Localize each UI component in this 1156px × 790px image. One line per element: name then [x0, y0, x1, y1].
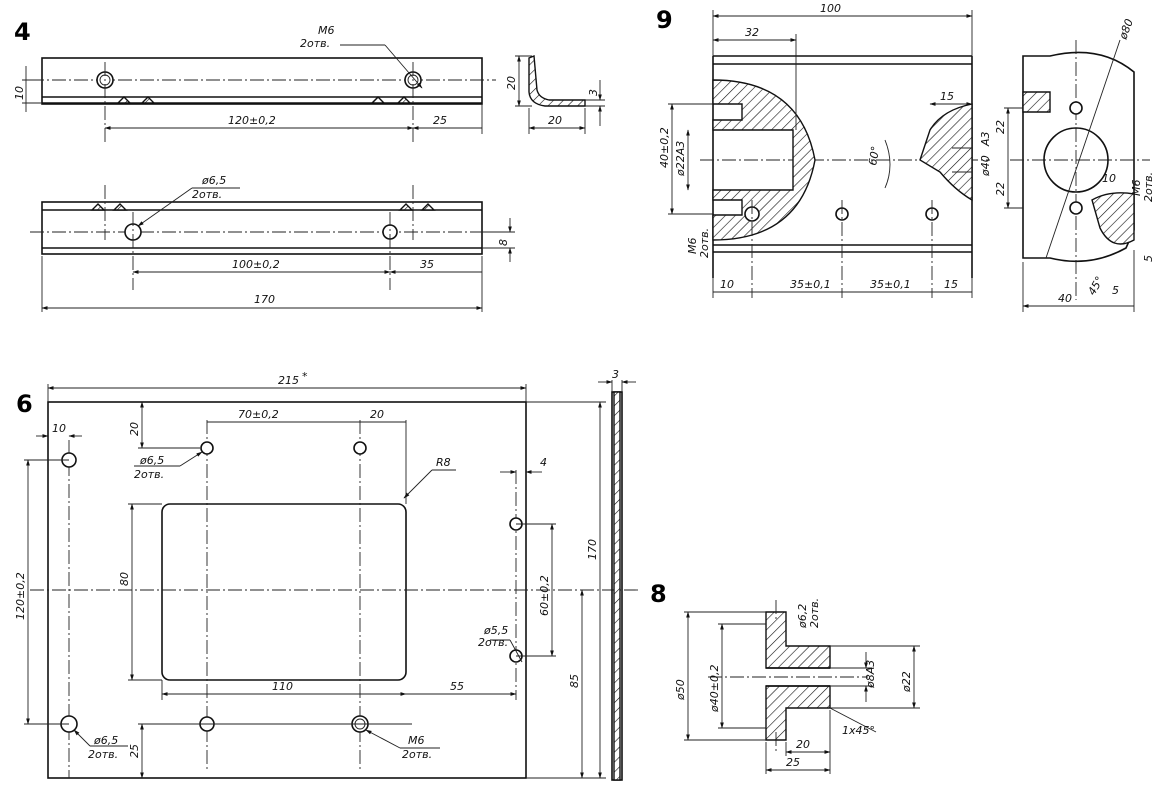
fig6-dim-3: 3 [612, 368, 619, 381]
fig6-dim-85: 85 [568, 674, 581, 688]
fig9-dim-40b: 40 [1058, 292, 1072, 305]
fig8-dim-25: 25 [786, 756, 800, 769]
fig6-m6: M6 [408, 734, 425, 747]
fig4-m6-count: 2отв. [300, 37, 330, 50]
fig9-dim-5b: 5 [1112, 284, 1119, 297]
fig6-dim-120: 120±0,2 [14, 572, 27, 620]
fig9-d22: ø22A3 [674, 141, 687, 177]
fig8-d8: ø8A3 [864, 660, 877, 689]
fig9-dim-40: 40±0,2 [658, 127, 671, 168]
fig6-d55-count: 2отв. [478, 636, 508, 649]
fig8-d62: ø6,2 [796, 604, 809, 629]
fig4-dim-8: 8 [497, 239, 510, 246]
fig6-d65: ø6,5 [139, 454, 164, 467]
fig6-dim-215: 215 [278, 374, 299, 387]
fig8-d50: ø50 [674, 679, 687, 701]
fig6-dim-20: 20 [128, 422, 141, 436]
fig8-d40: ø40±0,2 [708, 665, 721, 713]
figure-number-6: 6 [16, 390, 33, 418]
fig8-d22: ø22 [900, 671, 913, 693]
fig9-d40: ø40 [979, 155, 992, 177]
fig4-d65-count: 2отв. [192, 188, 222, 201]
fig6-dim-55: 55 [450, 680, 464, 693]
fig9-dim-15b: 15 [944, 278, 958, 291]
fig4-dim-25: 25 [433, 114, 447, 127]
fig6-dim-170: 170 [586, 539, 599, 560]
fig4-dim-20h: 20 [548, 114, 562, 127]
fig6-dim-80: 80 [118, 572, 131, 586]
fig9-dim-35a: 35±0,1 [790, 278, 831, 291]
figure-9: 9 100 32 [656, 2, 1155, 312]
fig8-d62-count: 2отв. [808, 598, 821, 628]
fig9-chamfer: 45° [1085, 274, 1106, 297]
fig6-dim-25: 25 [128, 744, 141, 758]
fig6-hole-t2 [353, 441, 367, 455]
fig4-d65-label: ø6,5 [201, 174, 226, 187]
fig4-dim-170: 170 [254, 293, 275, 306]
fig9-side-view [1010, 39, 1150, 300]
fig4-bottom-bar [30, 185, 496, 290]
fig9-angle-60: 60° [866, 145, 882, 166]
figure-number-8: 8 [650, 580, 667, 608]
fig6-dim-4: 4 [540, 456, 547, 469]
figure-8: 8 ø50 ø40±0,2 ø6,2 2отв. ø8A3 ø22 [650, 580, 920, 774]
fig4-dim-20v: 20 [505, 76, 518, 90]
figure-4: 4 M6 2отв. 10 [13, 18, 605, 312]
fig6-dim-10: 10 [52, 422, 66, 435]
fig4-m6-label: M6 [318, 24, 335, 37]
fig8-dim-20: 20 [796, 738, 810, 751]
fig9-d80: ø80 [1116, 17, 1136, 42]
fig4-dim-3: 3 [587, 89, 600, 96]
fig9-dim-5a: 5 [1142, 255, 1155, 262]
fig4-top-bar [30, 57, 496, 142]
fig9-m6s: M6 [1130, 180, 1143, 197]
fig6-d55: ø5,5 [483, 624, 508, 637]
fig4-dim-35: 35 [420, 258, 434, 271]
fig9-m6-count: 2отв. [698, 228, 711, 258]
figure-6: 6 3 [14, 368, 640, 781]
fig6-dim-20b: 20 [370, 408, 384, 421]
fig9-dim-100: 100 [820, 2, 841, 15]
fig9-dim-32: 32 [745, 26, 759, 39]
fig6-dim-70: 70±0,2 [238, 408, 279, 421]
fig6-star: * [302, 370, 308, 383]
fig9-dim-15: 15 [940, 90, 954, 103]
fig6-d65b-count: 2отв. [88, 748, 118, 761]
fig4-profile-section: 20 20 3 [505, 55, 605, 134]
fig6-d65b: ø6,5 [93, 734, 118, 747]
fig6-dim-60: 60±0,2 [538, 575, 551, 616]
fig9-dim-35b: 35±0,1 [870, 278, 911, 291]
fig4-dim-120: 120±0,2 [228, 114, 276, 127]
fig9-dim-10s: 10 [1102, 172, 1116, 185]
fig9-side-hole-bottom [1069, 201, 1083, 215]
fig4-dim-100: 100±0,2 [232, 258, 280, 271]
fig9-dim-22b: 22 [994, 182, 1007, 196]
figure-number-4: 4 [14, 18, 31, 46]
fig9-a3: A3 [979, 131, 992, 147]
fig9-side-bore [1043, 127, 1109, 193]
fig8-chamfer: 1x45° [842, 724, 875, 737]
fig6-cutout [161, 503, 407, 681]
fig9-dim-22a: 22 [994, 120, 1007, 134]
fig6-dim-110: 110 [272, 680, 293, 693]
fig9-m6s-count: 2отв. [1142, 172, 1155, 202]
fig9-side-hole-top [1069, 101, 1083, 115]
fig6-d65-count: 2отв. [134, 468, 164, 481]
fig9-dim-10: 10 [720, 278, 734, 291]
fig6-r8: R8 [436, 456, 451, 469]
fig6-side-view [611, 391, 623, 781]
fig6-m6-count: 2отв. [402, 748, 432, 761]
fig9-front-view [700, 55, 990, 298]
fig9-m6: M6 [686, 238, 699, 255]
figure-number-9: 9 [656, 6, 673, 34]
fig6-hole-t1 [200, 441, 214, 455]
fig6-plate [30, 401, 640, 779]
fig4-dim-10: 10 [13, 86, 26, 100]
